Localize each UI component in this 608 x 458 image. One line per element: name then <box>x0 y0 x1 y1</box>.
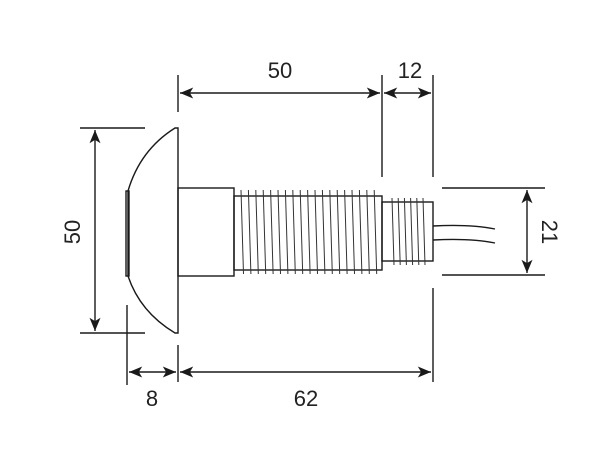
thread-lines-tip <box>391 197 426 266</box>
thread-line <box>277 189 281 275</box>
thread-line <box>416 197 420 266</box>
dim-tip-length: 12 <box>398 58 422 83</box>
thread-line <box>403 197 407 266</box>
thread-line <box>307 189 311 275</box>
thread-line <box>314 189 318 275</box>
threaded-tip <box>381 201 434 262</box>
lens <box>125 190 130 277</box>
thread-line <box>299 189 304 275</box>
thread-line <box>391 197 395 266</box>
dim-head-diameter: 50 <box>60 220 85 244</box>
thread-line <box>270 189 274 275</box>
thread-line <box>336 189 341 275</box>
thread-line <box>366 189 370 275</box>
thread-line <box>329 189 333 275</box>
extension-lines <box>80 75 545 385</box>
thread-line <box>397 197 401 266</box>
thread-line <box>262 189 267 275</box>
thread-line <box>321 189 326 275</box>
thread-line <box>240 189 244 275</box>
dim-thread-diameter: 21 <box>537 220 562 244</box>
cable <box>432 224 496 244</box>
thread-line <box>255 189 259 275</box>
dimension-lines <box>89 87 533 378</box>
dim-shaft-length: 50 <box>268 58 292 83</box>
thread-line <box>358 189 363 275</box>
fitting-part <box>125 127 496 334</box>
thread-line <box>422 197 426 266</box>
collar <box>177 187 235 277</box>
thread-line <box>351 189 355 275</box>
thread-line <box>373 189 378 275</box>
thread-line <box>292 189 296 275</box>
dome-head <box>127 127 179 334</box>
thread-line <box>284 189 289 275</box>
dim-head-depth: 8 <box>146 386 158 411</box>
thread-line <box>247 189 252 275</box>
thread-line <box>344 189 348 275</box>
dim-total-length: 62 <box>294 386 318 411</box>
thread-line <box>410 197 414 266</box>
thread-lines-main <box>240 189 378 275</box>
